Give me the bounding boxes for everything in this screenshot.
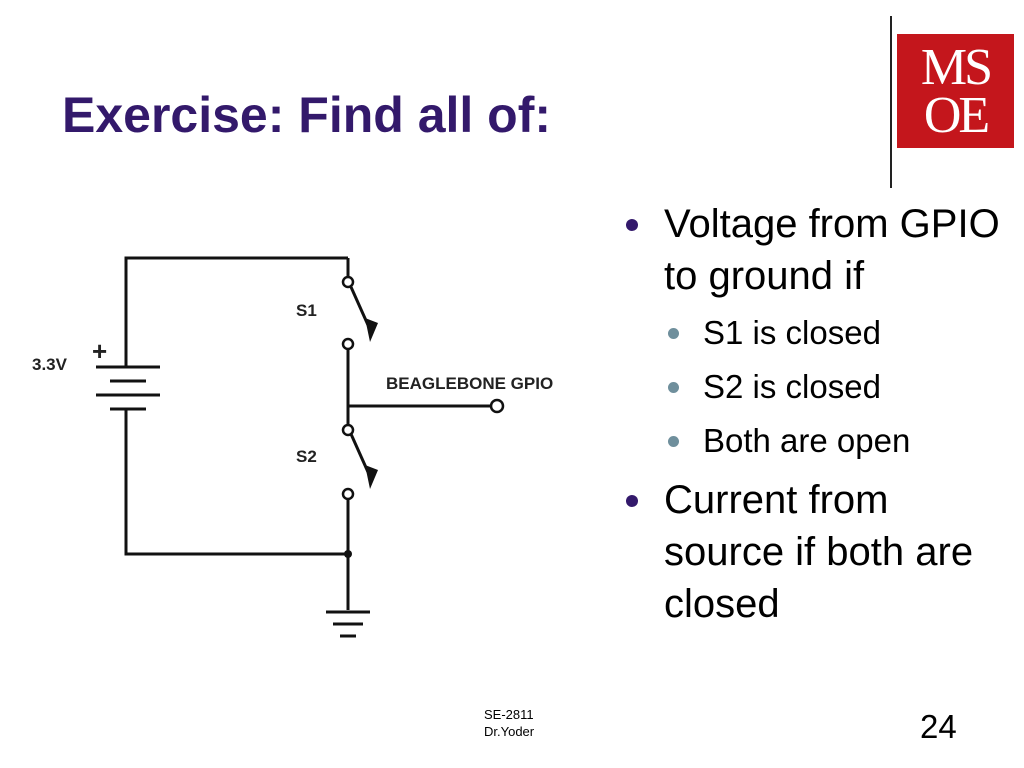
- sub-bullet-list: S1 is closed S2 is closed Both are open: [664, 306, 1012, 468]
- footer-author: Dr.Yoder: [484, 724, 535, 739]
- s1-terminal-bottom: [341, 337, 355, 351]
- slide-title: Exercise: Find all of:: [62, 87, 552, 143]
- sub-bullet-dot: [668, 436, 679, 447]
- page-number: 24: [920, 708, 957, 745]
- switch-s2-label: S2: [296, 447, 317, 466]
- slide-footer: SE-2811 Dr.Yoder: [484, 706, 534, 740]
- bullet-text: Current from source if both are closed: [664, 478, 974, 626]
- switch-s1-label: S1: [296, 301, 317, 320]
- switch-s1-arrow: [365, 318, 378, 342]
- sub-bullet-text: S2 is closed: [703, 368, 881, 405]
- circuit-diagram: 3.3V + S1 S2 BEAGLEBONE GPIO: [32, 256, 553, 638]
- wire-top-left: [124, 256, 348, 340]
- sub-bullet-dot: [668, 328, 679, 339]
- circuit-wires: [96, 256, 491, 638]
- sub-bullet-item: S1 is closed: [664, 306, 1012, 360]
- bullet-item: Current from source if both are closed: [622, 474, 1012, 630]
- bullet-list: Voltage from GPIO to ground if S1 is clo…: [622, 198, 1012, 630]
- wire-bottom-left: [124, 409, 348, 556]
- sub-bullet-dot: [668, 382, 679, 393]
- logo-text-top: MS: [920, 39, 993, 96]
- s2-terminal-top: [341, 423, 355, 437]
- logo-divider: [890, 16, 892, 188]
- gpio-output-label: BEAGLEBONE GPIO: [386, 374, 553, 393]
- battery-plus-sign: +: [92, 336, 107, 366]
- bullet-dot: [626, 495, 638, 507]
- bullet-text: Voltage from GPIO to ground if: [664, 202, 1000, 298]
- s1-terminal-top: [341, 275, 355, 289]
- sub-bullet-text: Both are open: [703, 422, 911, 459]
- bullet-dot: [626, 219, 638, 231]
- ground-junction: [344, 550, 352, 558]
- sub-bullet-item: S2 is closed: [664, 360, 1012, 414]
- sub-bullet-text: S1 is closed: [703, 314, 881, 351]
- s2-terminal-bottom: [341, 487, 355, 501]
- sub-bullet-item: Both are open: [664, 414, 1012, 468]
- switch-s2-arrow: [365, 465, 378, 489]
- logo-text-bottom: OE: [923, 87, 990, 144]
- gpio-terminal: [489, 398, 505, 414]
- source-voltage-label: 3.3V: [32, 355, 68, 374]
- msoe-logo: MS OE: [897, 34, 1014, 148]
- bullet-item: Voltage from GPIO to ground if S1 is clo…: [622, 198, 1012, 468]
- footer-course: SE-2811: [484, 707, 534, 722]
